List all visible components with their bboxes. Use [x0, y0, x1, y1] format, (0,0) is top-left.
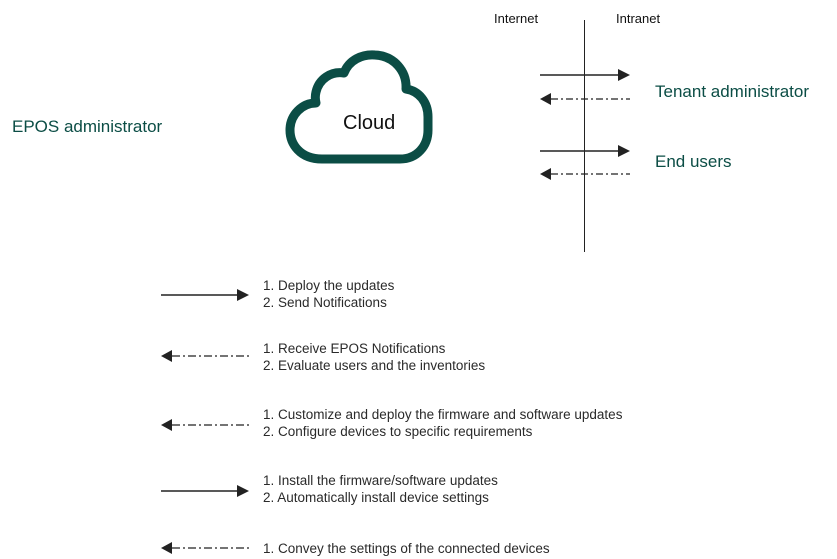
internet-intranet-divider: [584, 20, 586, 252]
legend-item-3: 1. Customize and deploy the firmware and…: [263, 406, 622, 440]
tenant-outgoing-arrow: [540, 69, 630, 81]
end-users-incoming-arrow: [540, 168, 630, 180]
internet-label: Internet: [494, 11, 539, 26]
legend-item-1-line-2: 2. Send Notifications: [263, 295, 387, 310]
legend-solid-arrow: [161, 289, 249, 301]
intranet-label: Intranet: [616, 11, 661, 26]
cloud-icon: [285, 50, 433, 164]
legend-item-5-line-1: 1. Convey the settings of the connected …: [263, 541, 550, 556]
epos-administrator-label: EPOS administrator: [12, 117, 163, 136]
legend-item-3-line-1: 1. Customize and deploy the firmware and…: [263, 407, 623, 422]
legend-dash-dot-arrow: [161, 350, 249, 362]
legend-item-4: 1. Install the firmware/software updates…: [263, 472, 498, 506]
legend-item-2-line-2: 2. Evaluate users and the inventories: [263, 358, 486, 373]
legend-item-3-line-2: 2. Configure devices to specific require…: [263, 424, 533, 439]
legend-item-4-line-1: 1. Install the firmware/software updates: [263, 473, 498, 488]
legend-dash-dot-arrow: [161, 419, 249, 431]
cloud-label: Cloud: [343, 112, 396, 134]
tenant-administrator-label: Tenant administrator: [655, 82, 810, 101]
legend-item-1: 1. Deploy the updates 2. Send Notificati…: [263, 277, 394, 311]
legend-item-1-line-1: 1. Deploy the updates: [263, 278, 395, 293]
legend-item-2-line-1: 1. Receive EPOS Notifications: [263, 341, 446, 356]
legend-item-5: 1. Convey the settings of the connected …: [263, 540, 550, 557]
legend-dash-dot-arrow: [161, 542, 249, 554]
end-users-label: End users: [655, 152, 732, 171]
legend-item-2: 1. Receive EPOS Notifications 2. Evaluat…: [263, 340, 485, 374]
end-users-outgoing-arrow: [540, 145, 630, 157]
legend-item-4-line-2: 2. Automatically install device settings: [263, 490, 489, 505]
legend-solid-arrow: [161, 485, 249, 497]
tenant-incoming-arrow: [540, 93, 630, 105]
